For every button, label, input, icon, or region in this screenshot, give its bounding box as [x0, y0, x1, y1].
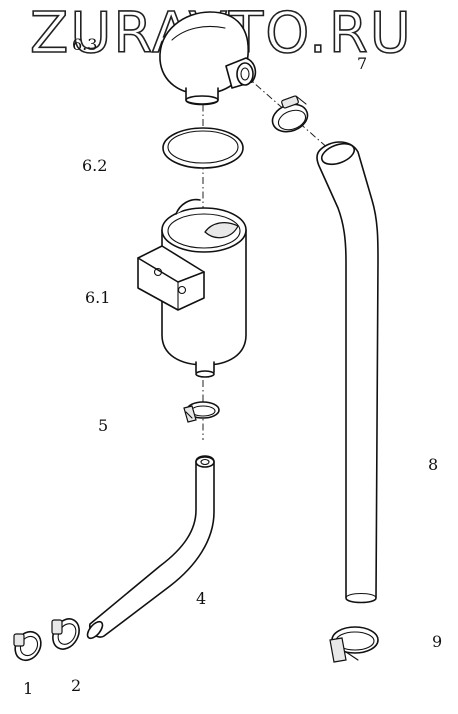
- loose-hose-clamp: [13, 630, 42, 662]
- callout-7: 7: [357, 54, 367, 73]
- middle-hose-clamp: [183, 401, 220, 423]
- callout-6-2: 6.2: [82, 156, 107, 175]
- callout-6-1: 6.1: [85, 288, 110, 307]
- callout-8: 8: [428, 455, 438, 474]
- filter-cover: [159, 11, 257, 106]
- bottom-hose-clamp: [329, 626, 379, 663]
- callout-1: 1: [23, 679, 33, 698]
- lower-hose-clamp: [51, 618, 80, 650]
- callout-6-3: 6.3: [72, 35, 97, 54]
- short-drain-hose: [86, 455, 215, 640]
- upper-hose-clamp: [271, 95, 309, 133]
- sealing-ring: [162, 127, 244, 169]
- filter-housing: [137, 198, 247, 378]
- callout-9: 9: [432, 632, 442, 651]
- callout-2: 2: [71, 676, 81, 695]
- outlet-axis: [244, 74, 331, 151]
- long-vent-hose: [316, 141, 379, 604]
- callout-5: 5: [98, 416, 108, 435]
- callout-4: 4: [196, 589, 206, 608]
